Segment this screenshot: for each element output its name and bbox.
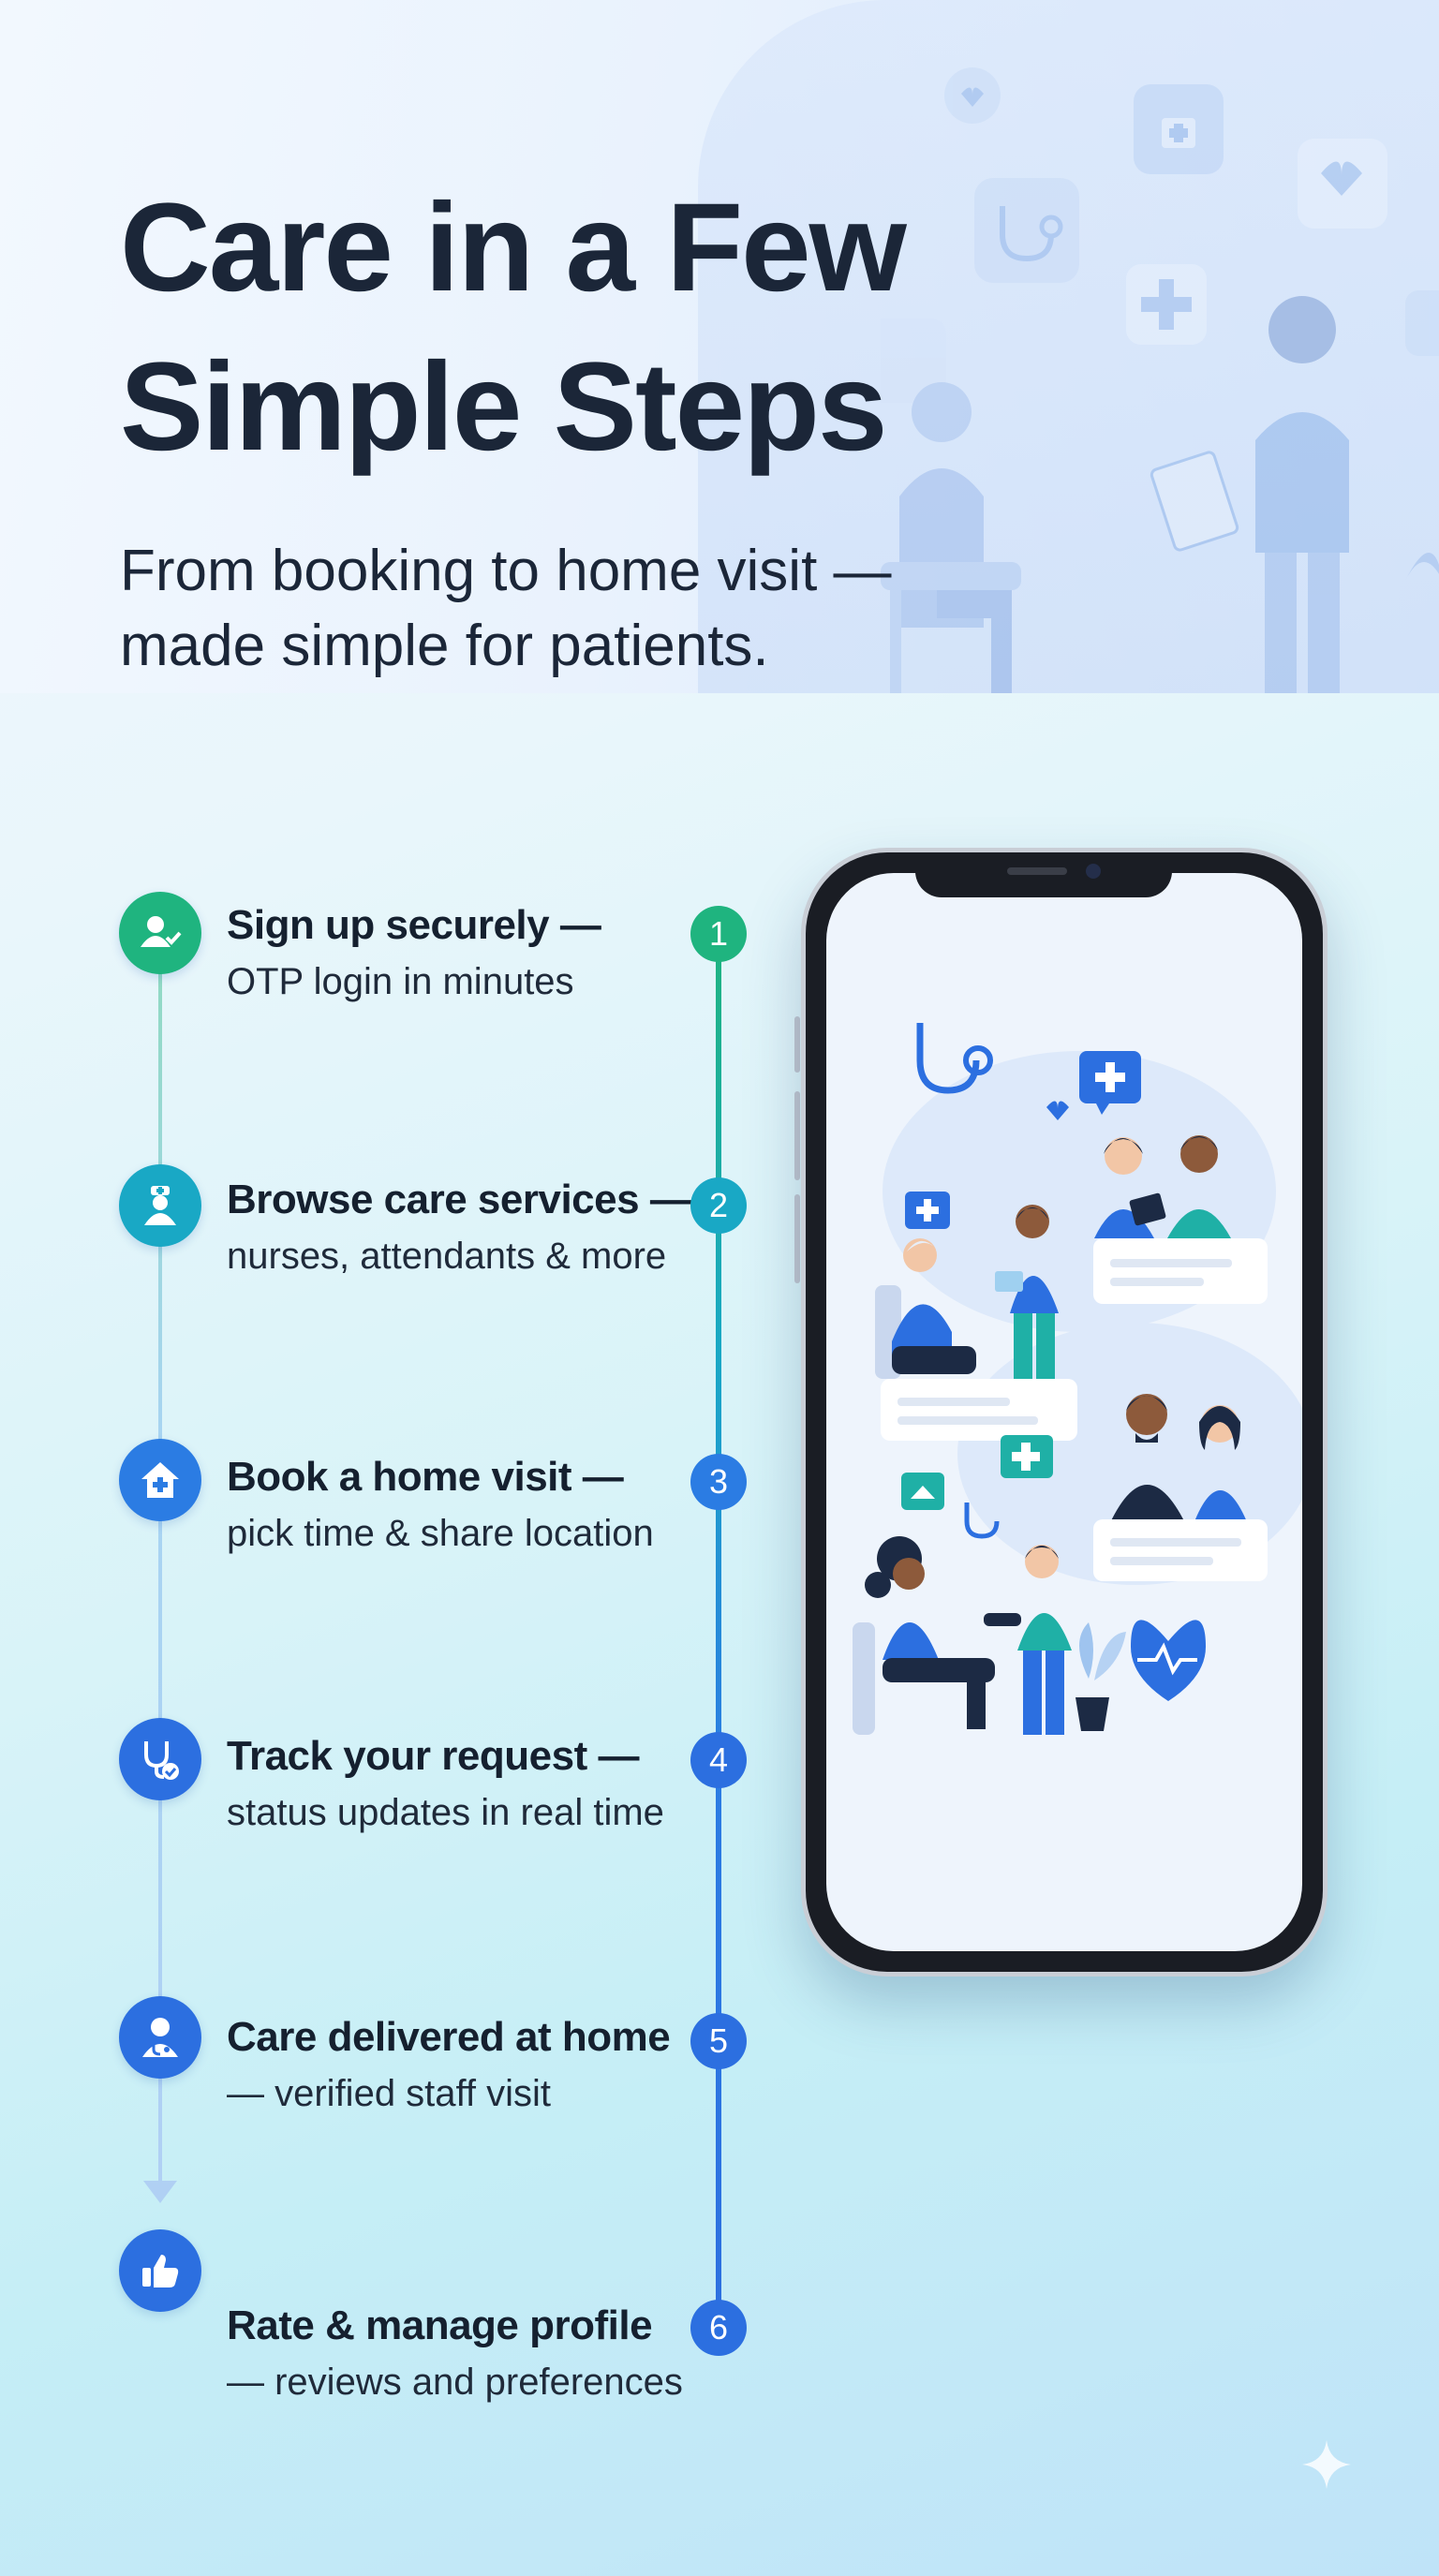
phone-notch (915, 852, 1172, 897)
step-desc: pick time & share location (227, 1513, 654, 1554)
phone-camera (1086, 864, 1101, 879)
step-desc: status updates in real time (227, 1792, 664, 1833)
step-1: Sign up securely — OTP login in minutes (227, 897, 714, 1010)
step-number-badge: 1 (690, 906, 747, 962)
step-number-badge: 3 (690, 1454, 747, 1510)
phone-side-button (794, 1194, 800, 1283)
step-desc: nurses, attendants & more (227, 1236, 667, 1277)
step-4: Track your request — status updates in r… (227, 1728, 714, 1841)
phone-speaker (1007, 867, 1067, 875)
phone-screen (826, 873, 1302, 1951)
step-number-badge: 6 (690, 2300, 747, 2356)
step-6: Rate & manage profile — reviews and pref… (227, 2298, 714, 2410)
care-team-illustration (853, 1023, 1302, 1735)
step-title: Rate & manage profile (227, 2302, 653, 2348)
step-title: Track your request — (227, 1733, 639, 1779)
nurse-icon (119, 1164, 201, 1247)
doctor-icon (119, 1996, 201, 2079)
step-5: Care delivered at home — verified staff … (227, 2009, 714, 2122)
user-check-icon (119, 892, 201, 974)
step-desc: OTP login in minutes (227, 961, 574, 1002)
step-number-badge: 4 (690, 1732, 747, 1788)
step-number-badge: 5 (690, 2013, 747, 2069)
phone-mockup (801, 848, 1328, 1976)
timeline-left-rail (158, 937, 162, 2187)
sparkle-icon (1302, 2440, 1351, 2489)
step-number-badge: 2 (690, 1177, 747, 1234)
thumbs-up-icon (119, 2229, 201, 2312)
stethoscope-check-icon (119, 1718, 201, 1800)
timeline-right-rail (716, 932, 721, 2328)
page-title: Care in a Few Simple Steps (120, 178, 907, 477)
step-title: Book a home visit — (227, 1454, 624, 1500)
step-2: Browse care services — nurses, attendant… (227, 1172, 714, 1284)
phone-side-button (794, 1091, 800, 1180)
page-subtitle: From booking to home visit — made simple… (120, 539, 892, 678)
step-desc: — reviews and preferences (227, 2361, 683, 2403)
step-title: Care delivered at home (227, 2014, 671, 2060)
step-desc: — verified staff visit (227, 2073, 552, 2114)
hero-illustration (881, 67, 1439, 693)
step-title: Browse care services — (227, 1177, 691, 1222)
step-3: Book a home visit — pick time & share lo… (227, 1449, 714, 1562)
step-title: Sign up securely — (227, 902, 601, 948)
timeline-arrow-icon (143, 2181, 177, 2203)
phone-side-button (794, 1016, 800, 1073)
home-plus-icon (119, 1439, 201, 1521)
